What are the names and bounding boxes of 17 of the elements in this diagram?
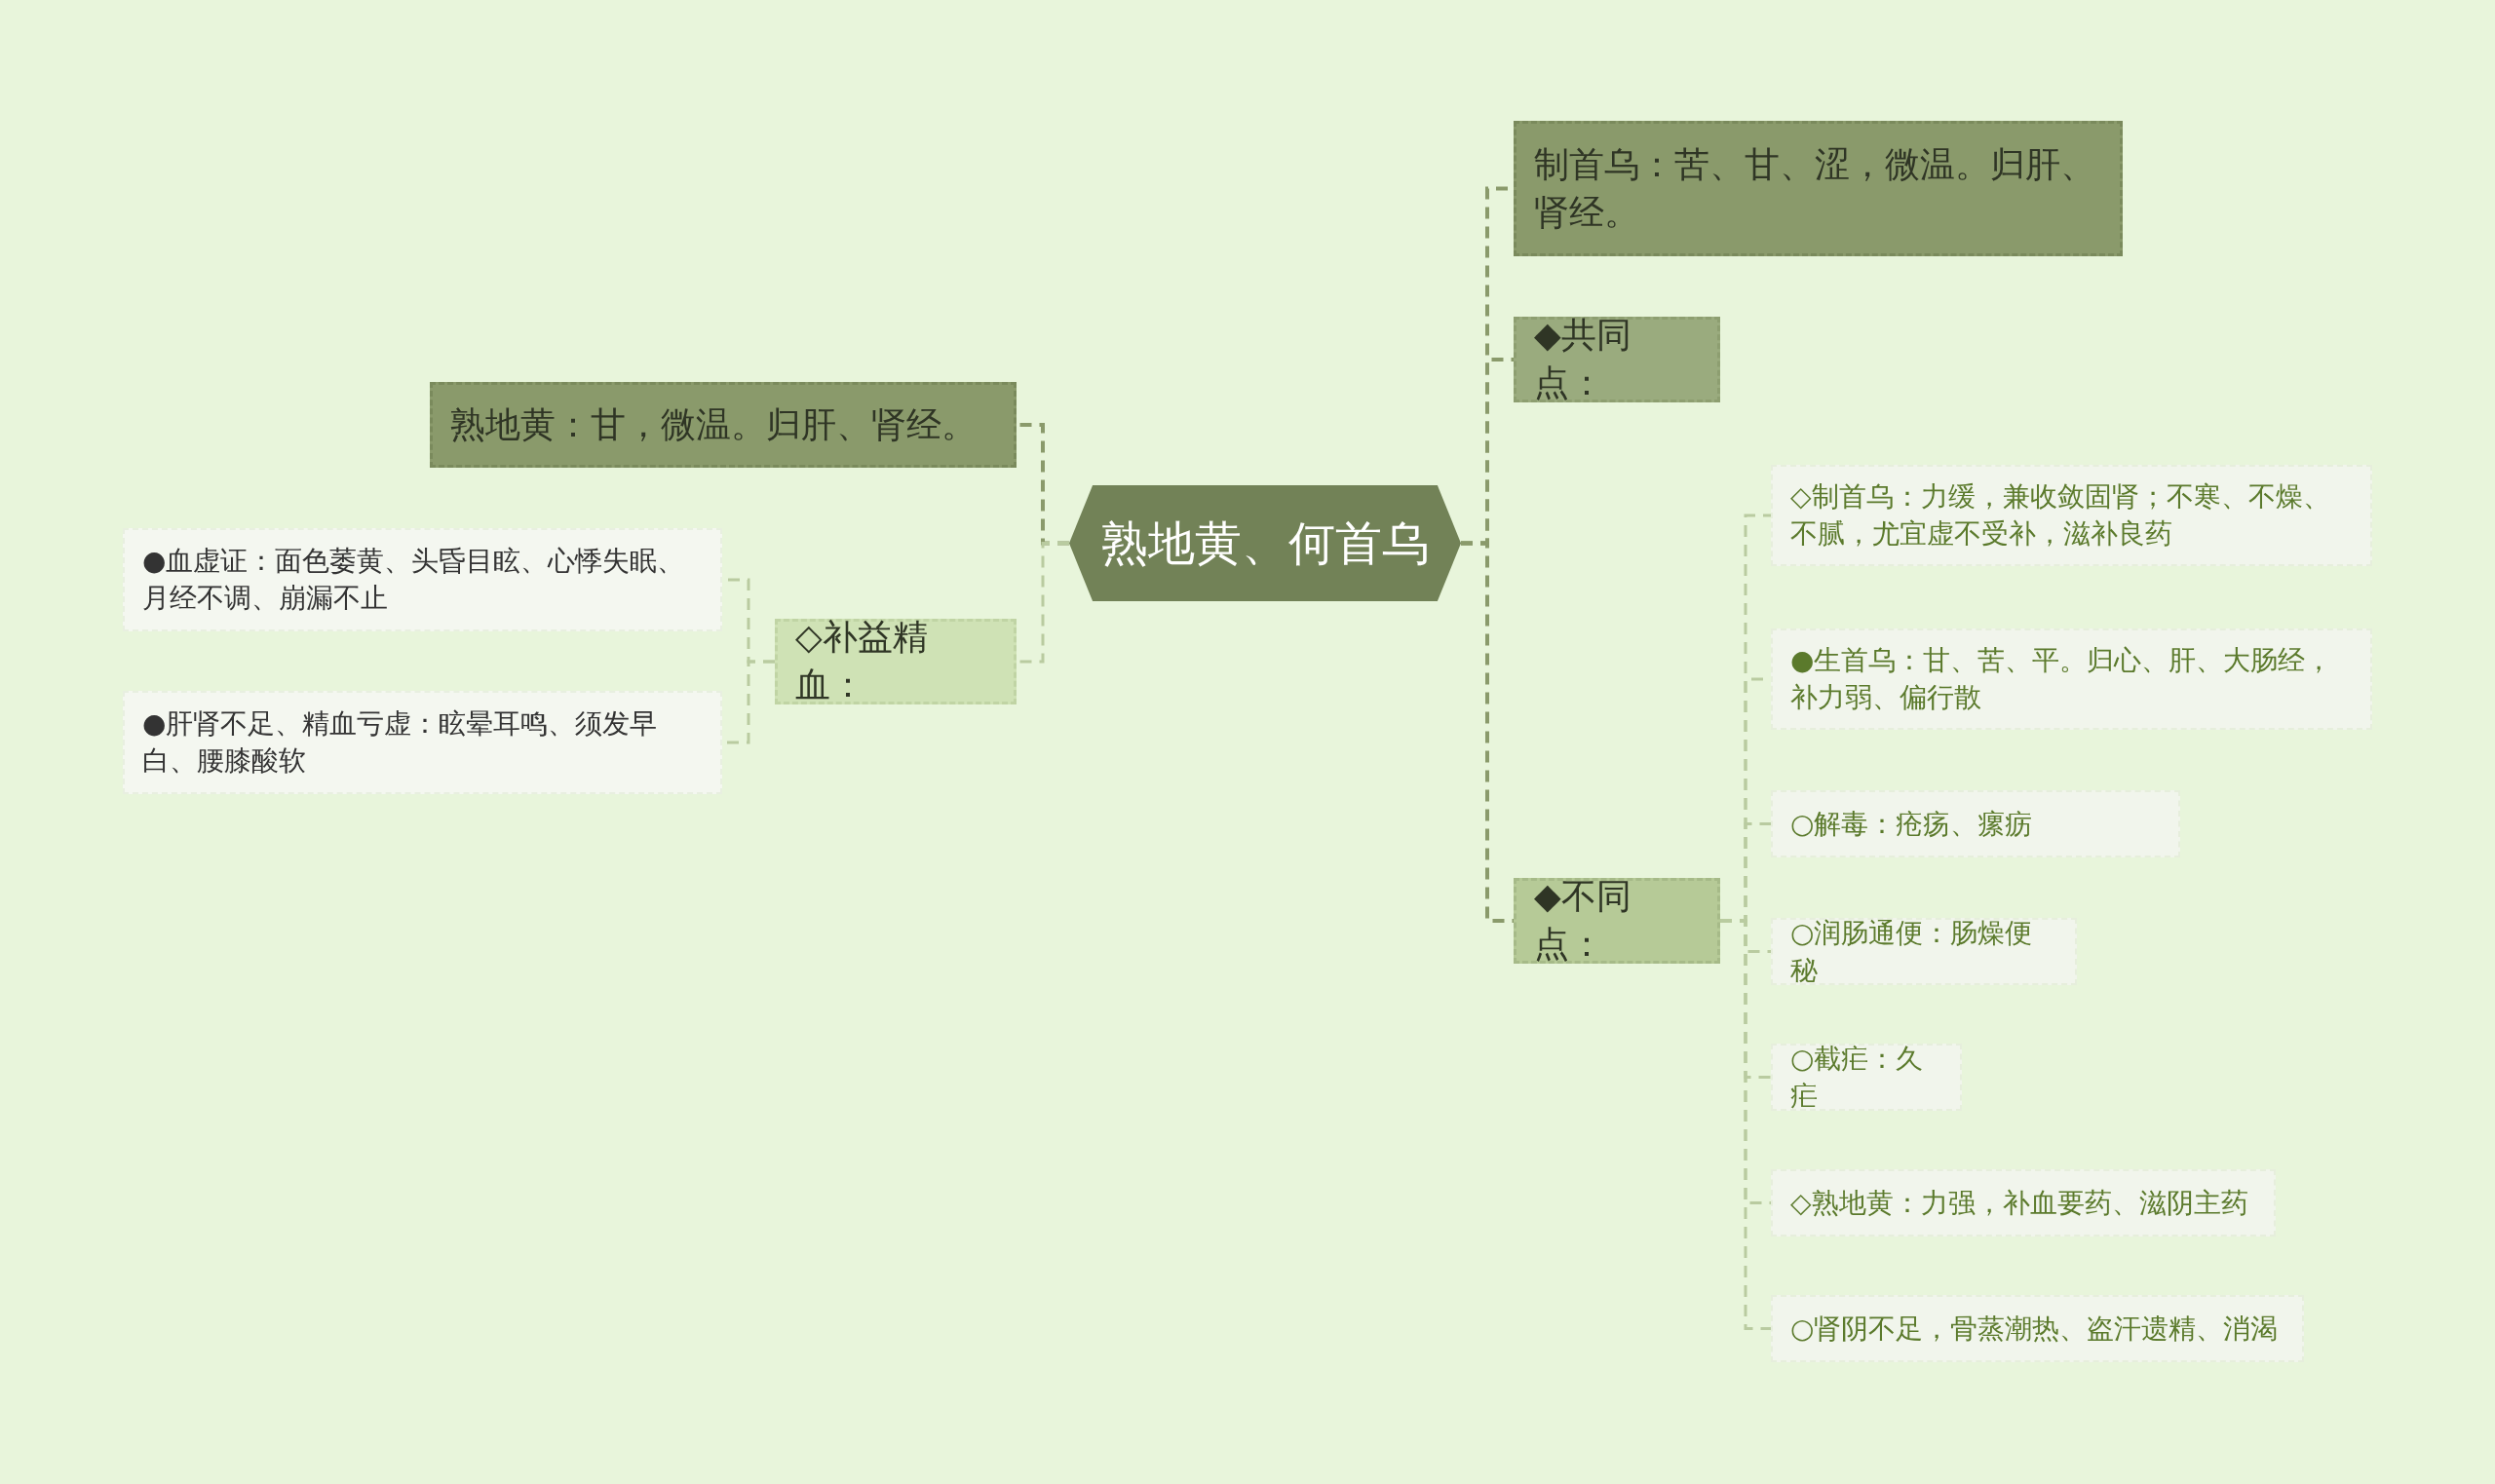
connector	[1720, 919, 1771, 1330]
subtopic-box: ○润肠通便：肠燥便秘	[1771, 918, 2077, 985]
subtopic-box: ●肝肾不足、精血亏虚：眩晕耳鸣、须发早白、腰膝酸软	[123, 691, 722, 794]
connector	[1461, 541, 1514, 923]
subtopic-box: ○肾阴不足，骨蒸潮热、盗汗遗精、消渴	[1771, 1295, 2304, 1362]
topic-box: ◆不同点：	[1514, 878, 1720, 964]
subtopic-box: ●血虚证：面色萎黄、头昏目眩、心悸失眠、月经不调、崩漏不止	[123, 528, 722, 631]
subtopic-box: ●生首乌：甘、苦、平。归心、肝、大肠经，补力弱、偏行散	[1771, 628, 2372, 730]
topic-box: 熟地黄：甘，微温。归肝、肾经。	[430, 382, 1017, 468]
topic-box: ◆共同点：	[1514, 317, 1720, 402]
topic-box: ◇补益精血：	[775, 619, 1017, 704]
subtopic-box: ◇制首乌：力缓，兼收敛固肾；不寒、不燥、不腻，尤宜虚不受补，滋补良药	[1771, 465, 2372, 566]
subtopic-box: ○解毒：疮疡、瘰疬	[1771, 790, 2180, 857]
subtopic-box: ○截疟：久疟	[1771, 1044, 1962, 1111]
central-topic: 熟地黄、何首乌	[1069, 485, 1461, 601]
subtopic-box: ◇熟地黄：力强，补血要药、滋阴主药	[1771, 1169, 2276, 1237]
topic-box: 制首乌：苦、甘、涩，微温。归肝、肾经。	[1514, 121, 2123, 256]
